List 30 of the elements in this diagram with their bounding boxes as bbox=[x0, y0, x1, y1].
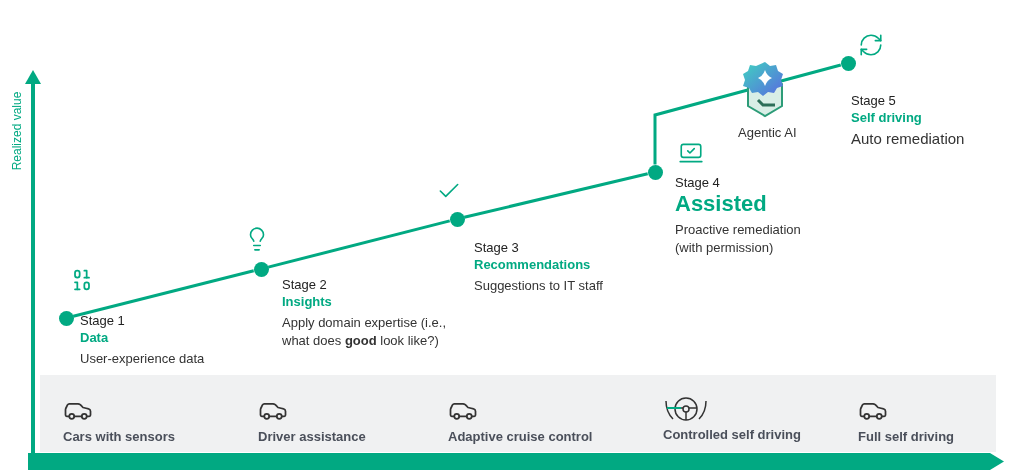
timeline-line bbox=[463, 172, 649, 219]
stage-dot bbox=[647, 164, 663, 180]
axis-label: Realized value bbox=[10, 91, 25, 171]
timeline-line bbox=[72, 269, 255, 318]
category-label: Cars with sensors bbox=[63, 429, 175, 444]
stage-description: Proactive remediation (with permission) bbox=[675, 221, 802, 257]
stage-number: Stage 5 bbox=[851, 92, 897, 109]
stage-description: User-experience data bbox=[80, 350, 206, 368]
stage-number: Stage 3 bbox=[474, 239, 520, 256]
stage-name: Insights bbox=[282, 293, 333, 310]
timeline-line bbox=[267, 219, 451, 269]
icon-caption: Agentic AI bbox=[738, 125, 797, 140]
stage-description: Apply domain expertise (i.e., what does good look like?) bbox=[282, 314, 448, 350]
category-label: Full self driving bbox=[858, 429, 955, 444]
stage-number: Stage 4 bbox=[675, 174, 721, 191]
stage-name: Assisted bbox=[675, 191, 768, 217]
category-label: Adaptive cruise control bbox=[448, 429, 593, 444]
stage-dot bbox=[840, 55, 856, 71]
stage-dot bbox=[449, 211, 465, 227]
stage-name: Self driving bbox=[851, 109, 923, 126]
stage-description: Auto remediation bbox=[851, 130, 966, 148]
stage-dot bbox=[58, 310, 74, 326]
stage-description: Suggestions to IT staff bbox=[474, 277, 604, 295]
stage-dot bbox=[253, 261, 269, 277]
category-label: Driver assistance bbox=[258, 429, 366, 444]
category-label: Controlled self driving bbox=[663, 427, 801, 442]
stage-number: Stage 1 bbox=[80, 312, 126, 329]
stage-name: Recommendations bbox=[474, 256, 592, 273]
stage-number: Stage 2 bbox=[282, 276, 328, 293]
stage-name: Data bbox=[80, 329, 110, 346]
